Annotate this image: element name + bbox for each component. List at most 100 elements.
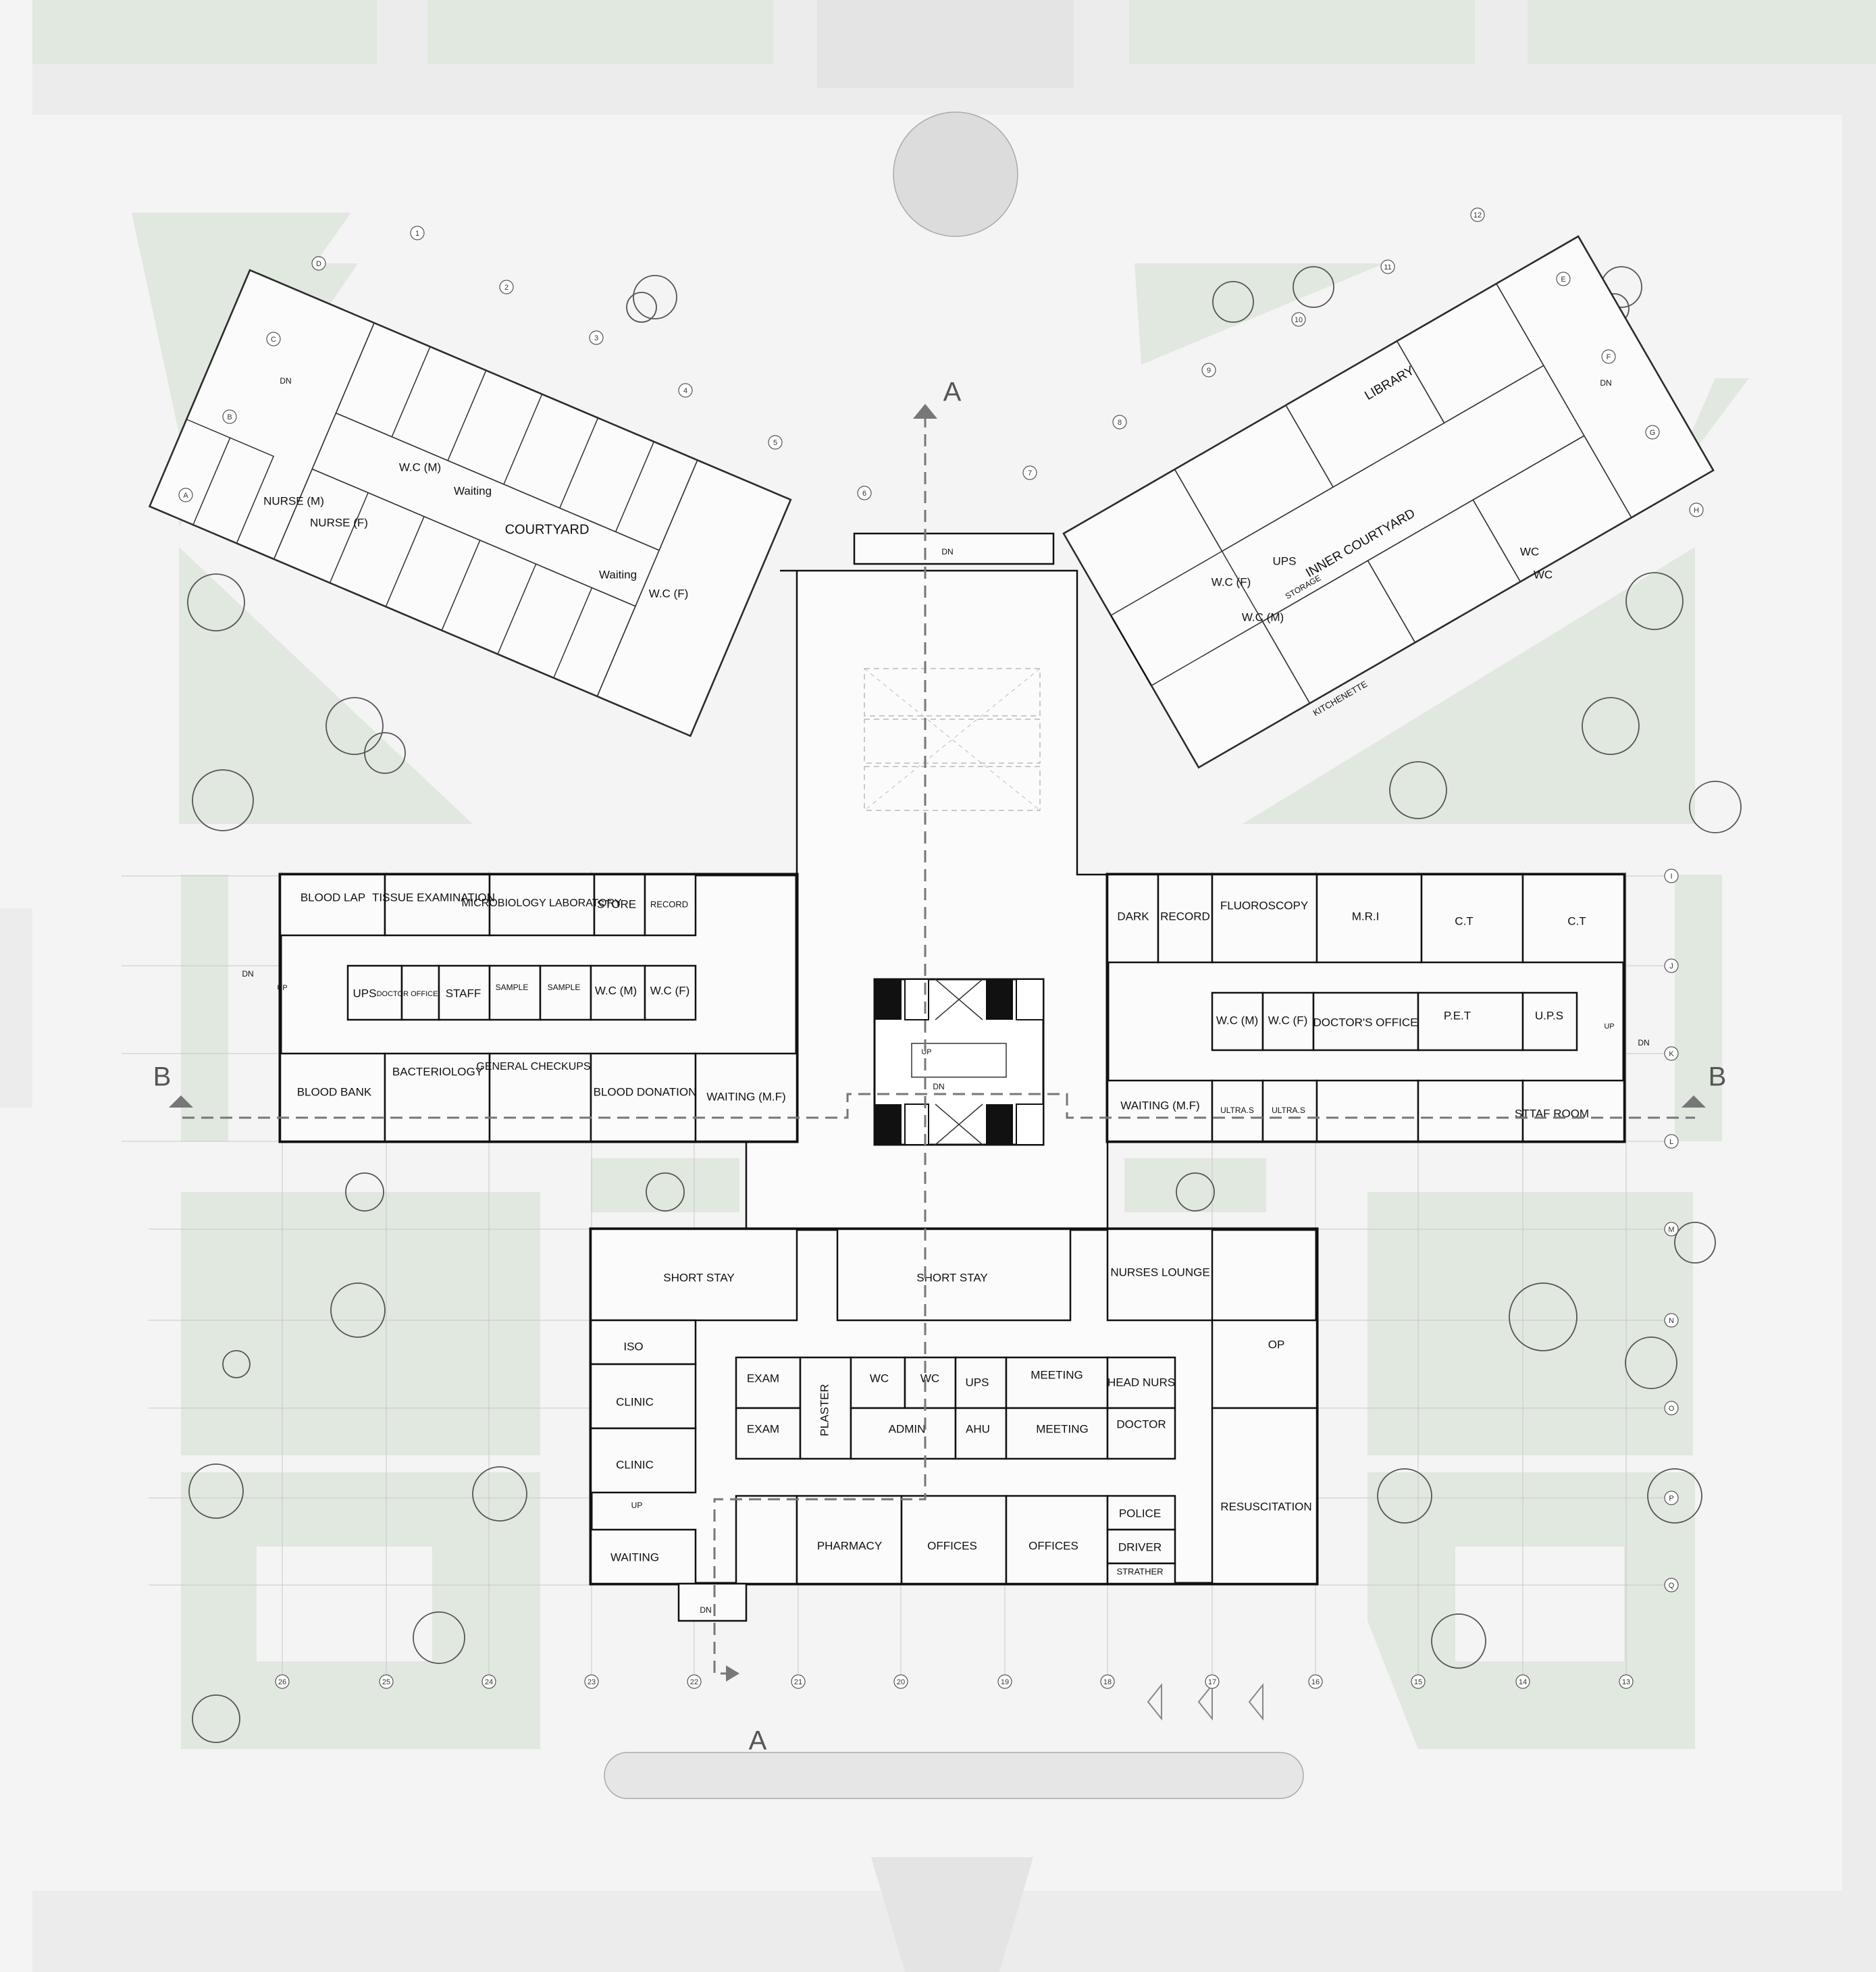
west-lab-block: [278, 873, 799, 1143]
grid-bubble-10: 10: [1295, 316, 1303, 324]
north-entrance-steps: [853, 532, 1055, 565]
grid-bubble-N-circle: [1664, 1313, 1679, 1328]
section-lines: [169, 404, 1706, 1682]
grid-bubble-22: 22: [690, 1678, 698, 1686]
grid-bubble-D-circle: [311, 256, 326, 271]
grid-bubble-A: A: [183, 492, 188, 500]
grid-bubble-16-circle: [1308, 1674, 1323, 1689]
room-courtyard: COURTYARD: [505, 522, 590, 537]
room-ups-east-wing: UPS: [1273, 554, 1297, 567]
drop-off-island: [604, 1752, 1304, 1799]
room-blood-donation: BLOOD DONATION: [594, 1085, 697, 1098]
room-nurse-f: NURSE (F): [310, 516, 368, 529]
room-dark: DARK: [1117, 910, 1149, 923]
stair-dn-south: DN: [700, 1605, 711, 1615]
grid-bubble-7: 7: [1028, 469, 1032, 477]
grid-bubble-15: 15: [1414, 1678, 1422, 1686]
grid-bubble-25: 25: [382, 1678, 390, 1686]
grid-bubble-26-circle: [275, 1674, 290, 1689]
room-wc-m-east-wing: W.C (M): [1242, 611, 1284, 623]
garden-w: [179, 547, 473, 824]
room-wc-f-west: W.C (F): [649, 587, 689, 600]
section-b-left: B: [153, 1062, 172, 1092]
room-clinic-1: CLINIC: [616, 1395, 654, 1408]
room-ups-south: UPS: [966, 1376, 989, 1389]
room-staff: STAFF: [446, 987, 481, 1000]
room-record-east: RECORD: [1160, 910, 1210, 923]
room-resuscitation: RESUSCITATION: [1220, 1500, 1311, 1513]
skylights: [864, 668, 1041, 811]
grid-bubble-21-circle: [791, 1674, 806, 1689]
stair-up-west: UP: [277, 984, 287, 992]
grid-bubble-J-circle: [1664, 958, 1679, 973]
room-doctor: DOCTOR: [1116, 1418, 1166, 1430]
room-offices-1: OFFICES: [927, 1539, 977, 1552]
grid-bubble-17: 17: [1208, 1678, 1216, 1686]
east-wing: [1062, 235, 1715, 769]
grid-bubble-14: 14: [1519, 1678, 1527, 1686]
stair-dn-nw: DN: [280, 376, 291, 386]
grid-bubble-8-circle: [1112, 415, 1127, 430]
grid-bubble-9-circle: [1201, 363, 1216, 378]
room-wc-south-2: WC: [920, 1372, 939, 1384]
section-a-bottom: A: [749, 1726, 767, 1756]
grid-bubble-14-circle: [1515, 1674, 1530, 1689]
grid-bubble-19: 19: [1001, 1678, 1009, 1686]
room-wc-m-west: W.C (M): [399, 461, 441, 473]
grid-bubble-2: 2: [504, 284, 509, 292]
grid-bubble-C-circle: [266, 332, 281, 346]
room-store: STORE: [597, 898, 636, 910]
grid-bubble-E: E: [1561, 276, 1565, 284]
grid-bubble-K: K: [1669, 1050, 1674, 1058]
grid-bubble-C: C: [271, 336, 276, 344]
room-pet: P.E.T: [1444, 1009, 1471, 1022]
grid-bubble-13: 13: [1622, 1678, 1630, 1686]
room-short-stay-2: SHORT STAY: [916, 1271, 988, 1284]
room-record-west: RECORD: [650, 899, 688, 909]
room-mri: M.R.I: [1352, 910, 1380, 923]
grid-bubble-F-circle: [1601, 349, 1616, 364]
grid-bubble-16: 16: [1311, 1678, 1320, 1686]
grid-bubble-22-circle: [687, 1674, 702, 1689]
room-sample-2: SAMPLE: [548, 983, 581, 992]
grid-bubble-20-circle: [893, 1674, 908, 1689]
section-b-right: B: [1709, 1062, 1727, 1092]
grid-bubble-26: 26: [278, 1678, 286, 1686]
grid-bubble-12: 12: [1474, 211, 1482, 219]
grid-bubble-1: 1: [415, 230, 419, 238]
stair-dn-north: DN: [941, 547, 953, 556]
room-short-stay-1: SHORT STAY: [663, 1271, 735, 1284]
room-admin: ADMIN: [889, 1422, 926, 1435]
room-wc-f-west-lab: W.C (F): [650, 984, 690, 997]
room-sample-1: SAMPLE: [496, 983, 529, 992]
room-plaster: PLASTER: [818, 1384, 831, 1436]
room-wc-m-east: W.C (M): [1216, 1014, 1258, 1027]
grid-bubble-F: F: [1607, 353, 1611, 361]
grid-bubble-18: 18: [1103, 1678, 1112, 1686]
grid-bubble-23-circle: [584, 1674, 599, 1689]
grid-bubble-6: 6: [862, 490, 866, 498]
room-microbiology-lab: MICROBIOLOGY LABORATORY: [461, 898, 621, 909]
room-wc-f-east-wing: W.C (F): [1211, 575, 1251, 588]
grid-bubble-E-circle: [1556, 271, 1571, 286]
grid-bubble-10-circle: [1291, 312, 1306, 327]
grid-bubble-I-circle: [1664, 868, 1679, 883]
grid-bubble-15-circle: [1411, 1674, 1426, 1689]
grid-bubble-5-circle: [768, 435, 783, 450]
grid-bubble-4-circle: [678, 383, 693, 398]
grid-bubble-H-circle: [1689, 502, 1704, 517]
grid-bubble-19-circle: [997, 1674, 1012, 1689]
room-tissue-examination: TISSUE EXAMINATION: [372, 891, 495, 904]
grid-bubble-4: 4: [683, 387, 687, 395]
room-ct-2: C.T: [1567, 914, 1586, 927]
grid-bubble-8: 8: [1118, 419, 1122, 427]
room-general-checkups: GENERAL CHECKUPS: [476, 1061, 590, 1072]
room-blood-bank: BLOOD BANK: [297, 1085, 372, 1098]
grid-bubble-L: L: [1669, 1138, 1673, 1146]
grid-bubble-5: 5: [773, 439, 777, 447]
room-doctors-office: DOCTOR'S OFFICE: [1313, 1016, 1418, 1029]
garden-e: [1243, 547, 1695, 824]
room-wc-south-1: WC: [870, 1372, 889, 1384]
room-wc-east-2: WC: [1534, 568, 1553, 581]
room-op: OP: [1268, 1338, 1285, 1351]
